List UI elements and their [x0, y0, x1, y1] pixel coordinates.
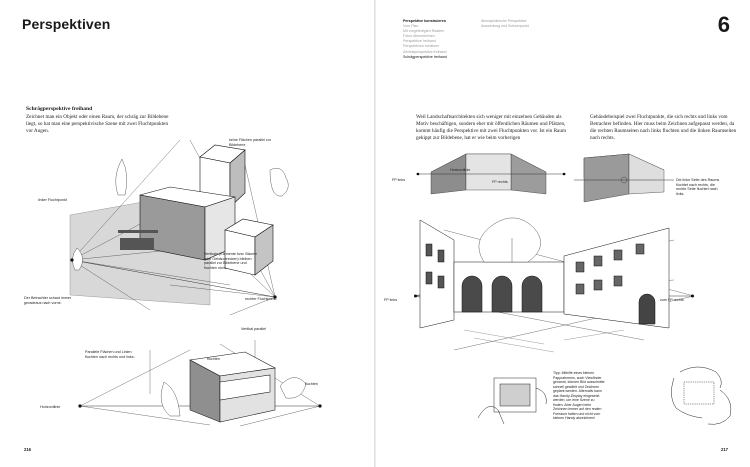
caption-fp-rechts-main: zum FP rechts: [660, 298, 684, 302]
caption-vertical-parallel: Vertikal parallel: [241, 327, 267, 331]
toc-item[interactable]: Mit vorgefertigten Rastern: [403, 29, 445, 34]
book-gutter: [374, 0, 376, 467]
caption-viewer: Der Betrachter schaut immer geradeaus na…: [24, 296, 72, 305]
viewfinder-sketch: [477, 377, 547, 425]
toc-item[interactable]: Vom Plan: [403, 24, 419, 29]
chapter-number: 6: [717, 12, 730, 37]
caption-horizon-left: Horizontlinie: [40, 405, 61, 409]
toc-item-current[interactable]: Schrägperspektive freihand: [403, 54, 447, 59]
caption-parallel-top: keine Flächen parallel zur Bildebene: [229, 138, 272, 147]
body-paragraph-a: Weil Landschaftsarchitekten sich weniger…: [416, 114, 566, 142]
toc-item[interactable]: Atmosphärische Perspektive: [481, 19, 527, 23]
left-page: Perspektiven Schrägperspektive freihand …: [0, 0, 374, 467]
two-point-building-sketch: [69, 139, 289, 316]
caption-side-note: Die linke Seite des Raums fluchtet nach …: [676, 178, 720, 196]
caption-horizon-right: Horizontlinie: [450, 168, 471, 172]
toc-item[interactable]: Zentralperspektive freihand: [403, 49, 447, 54]
caption-left-vp: linker Fluchtpunkt: [38, 198, 67, 202]
page-number-left: 216: [24, 447, 31, 452]
page-number-right: 217: [721, 447, 728, 452]
right-page: Perspektive konstruieren Vom Plan Mit vo…: [376, 0, 750, 467]
caption-fp-links-top: FP links: [392, 178, 406, 182]
tip-note: Tipp: Mithilfe eines kleinen Papprahmens…: [553, 371, 605, 420]
caption-verticals: Vertikale (Elemente bzw. Bäume oder Gebä…: [204, 252, 258, 270]
toc-item[interactable]: Perspektiven schätzen: [403, 44, 440, 49]
room-diagram-right: [574, 153, 674, 203]
caption-right-vp: rechter Fluchtpunkt: [245, 297, 277, 301]
toc-item[interactable]: Auswertung und Schwerpunkt: [481, 24, 529, 29]
toc-column-1: Perspektive konstruieren Vom Plan Mit vo…: [403, 19, 473, 60]
intro-paragraph: Zeichnet man ein Objekt oder einen Raum,…: [26, 114, 169, 135]
toc-column-2: Atmosphärische Perspektive Auswertung un…: [481, 19, 561, 29]
toc-item[interactable]: Fotos überzeichnen: [403, 34, 435, 39]
toc-item[interactable]: Perspektive konstruieren: [403, 19, 446, 23]
toc-item[interactable]: Perspektive freihand: [403, 39, 436, 44]
hand-frame-sketch: [671, 366, 732, 425]
body-paragraph-b: Gebäudebeispiel zwei Fluchtpunkte, die s…: [590, 114, 737, 142]
house-horizon-sketch: [78, 340, 322, 427]
room-diagram-center: [416, 153, 566, 195]
caption-fp-links-main: FP links: [384, 298, 398, 302]
caption-parallel-lines: Parallele Flächen und Linien fluchten na…: [85, 350, 135, 359]
caption-fp-rechts-top: FP rechts: [492, 180, 508, 184]
courtyard-perspective-sketch: [413, 217, 695, 353]
section-heading: Schrägperspektive freihand: [26, 106, 93, 112]
caption-fluchten-right: fluchten: [305, 382, 318, 386]
chapter-title: Perspektiven: [22, 16, 111, 32]
caption-fluchten-left: fluchten: [207, 357, 220, 361]
